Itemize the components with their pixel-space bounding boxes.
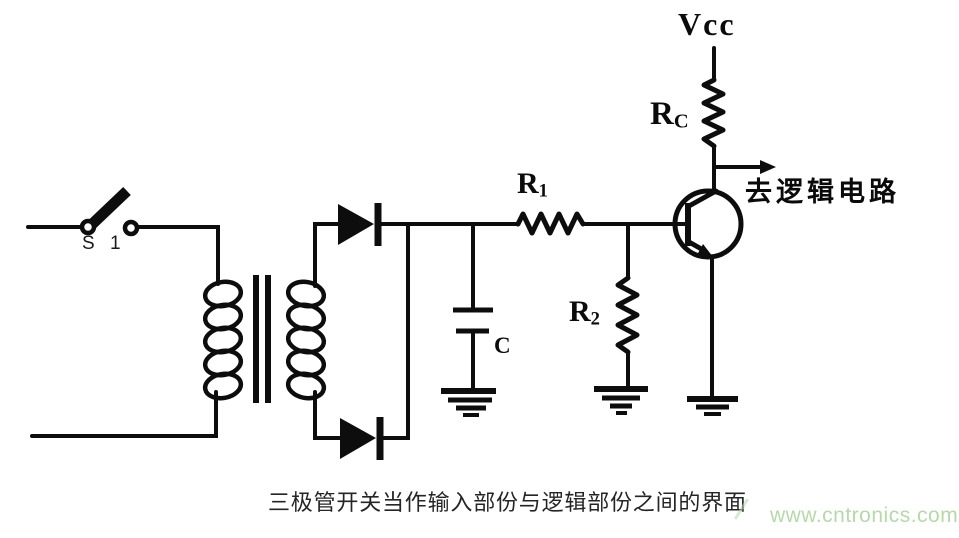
ground-symbol-capacitor [441, 388, 496, 417]
ground-symbol-emitter [687, 396, 738, 416]
wire-primary-bottom [30, 390, 218, 438]
transformer-primary-coil [202, 279, 244, 401]
figure-caption: 三极管开关当作输入部份与逻辑部份之间的界面 [268, 490, 747, 515]
watermark-text: www.cntronics.com [770, 504, 959, 527]
wire-secondary-top [313, 222, 340, 288]
wire-switch-to-transformer [136, 225, 220, 286]
transformer-secondary-coil [285, 279, 327, 401]
resistor-rc [701, 46, 726, 194]
wire-diode-bus [381, 224, 410, 440]
vcc-label: Vcc [678, 6, 736, 42]
switch-s1 [26, 187, 220, 286]
diode-bottom [313, 224, 410, 460]
r2-label-base: R [569, 295, 591, 328]
resistor-r2 [594, 224, 648, 415]
capacitor-c [441, 224, 496, 417]
r2-label-sub: 2 [590, 308, 600, 330]
output-arrowhead [760, 160, 776, 174]
r2-zigzag [615, 275, 640, 355]
rc-label-sub: C [673, 110, 689, 133]
diode-bottom-triangle [340, 418, 376, 459]
switch-terminal-right [122, 219, 140, 237]
r1-label-base: R [517, 167, 539, 200]
resistor-r1 [515, 211, 688, 236]
transistor-emitter-arrowhead [697, 244, 713, 257]
diode-top [313, 203, 520, 288]
transistor-collector-diagonal [686, 188, 719, 209]
transistor-body [672, 188, 744, 260]
rc-label: RC [650, 98, 689, 132]
output-arrow [712, 160, 776, 174]
r1-label-sub: 1 [538, 180, 548, 202]
transformer [30, 275, 327, 438]
wire-secondary-bottom [313, 390, 342, 440]
switch-terminal-left [79, 218, 97, 236]
r1-label: R1 [517, 169, 548, 201]
rc-label-base: R [650, 96, 674, 132]
r1-zigzag [515, 211, 586, 236]
ground-symbol-r2 [594, 386, 648, 415]
transformer-core [253, 275, 271, 403]
capacitor-label: C [494, 333, 511, 358]
output-label: 去逻辑电路 [745, 177, 900, 207]
switch-label: S 1 [82, 233, 126, 254]
transistor-q1 [672, 188, 744, 416]
r2-label: R2 [569, 297, 600, 329]
diode-top-triangle [338, 204, 374, 245]
rc-zigzag [701, 77, 726, 149]
